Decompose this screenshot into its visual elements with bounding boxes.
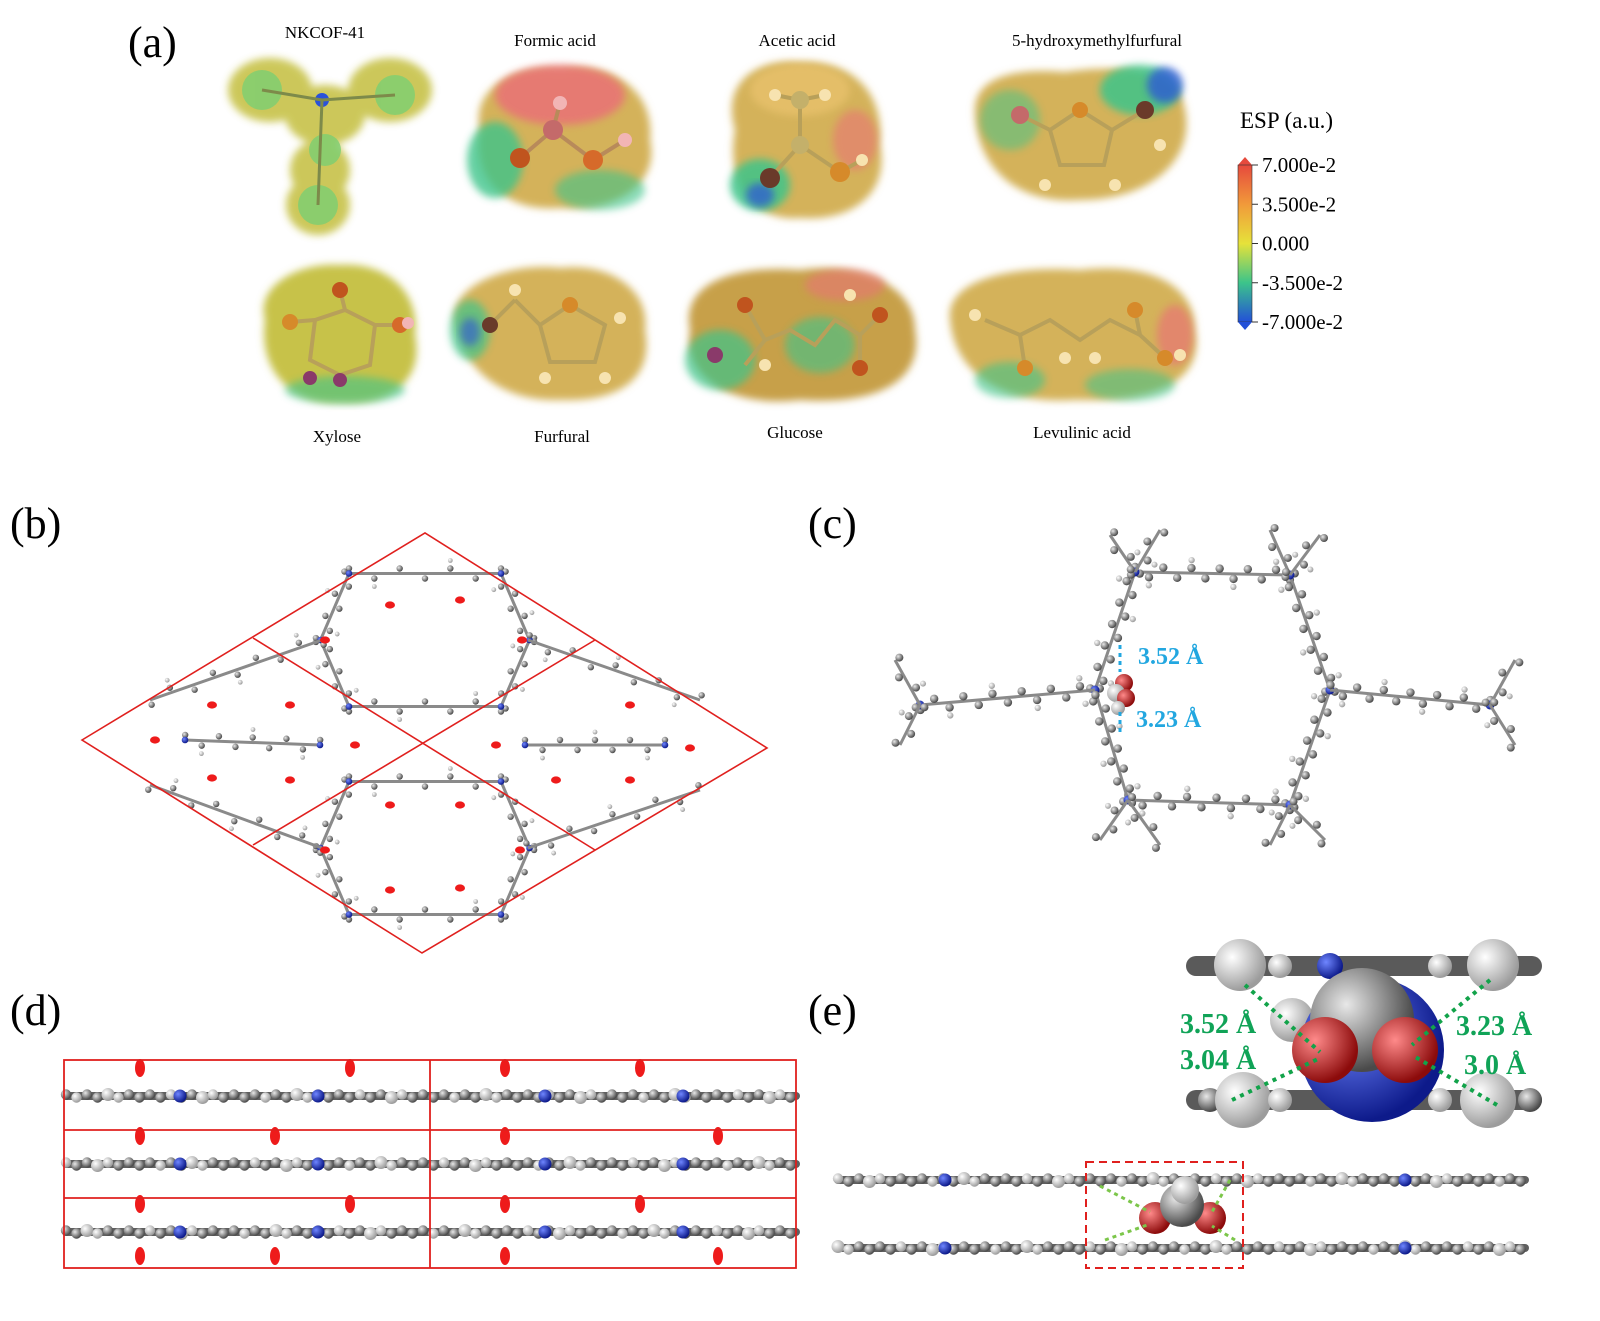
panel-label-c: (c) (808, 499, 857, 548)
label-levulinic-acid: Levulinic acid (1033, 423, 1131, 442)
esp-map-nkcof-41 (228, 58, 432, 235)
label-nkcof-41: NKCOF-41 (285, 23, 365, 42)
cell-grid (63, 1059, 797, 1269)
colorbar-tick-label: 0.000 (1262, 232, 1309, 256)
formic-acid-adsorbate (1107, 674, 1135, 715)
label-glucose: Glucose (767, 423, 823, 442)
colorbar-title: ESP (a.u.) (1240, 108, 1333, 133)
zoom-inset: 3.52 Å 3.04 Å 3.23 Å 3.0 Å (1180, 939, 1542, 1128)
label-furfural: Furfural (534, 427, 590, 446)
panel-c-pore: 3.52 Å 3.23 Å (891, 523, 1524, 852)
esp-map-hmf (975, 65, 1187, 201)
panel-d-side-view (60, 1059, 800, 1269)
distance-label-e4: 3.0 Å (1464, 1050, 1527, 1081)
colorbar-tick-label: 3.500e-2 (1262, 192, 1336, 216)
esp-map-xylose (263, 264, 417, 404)
colorbar-tick-label: 7.000e-2 (1262, 153, 1336, 177)
label-formic-acid: Formic acid (514, 31, 596, 50)
esp-map-glucose (685, 268, 917, 402)
panel-label-a: (a) (128, 18, 177, 67)
label-xylose: Xylose (313, 427, 361, 446)
panel-b-lattice (80, 532, 769, 954)
panel-label-d: (d) (10, 986, 61, 1035)
esp-map-levulinic-acid (949, 268, 1197, 401)
distance-label-e2: 3.04 Å (1180, 1045, 1257, 1076)
zoom-region-box (1085, 1161, 1244, 1269)
colorbar-tick-label: -7.000e-2 (1262, 310, 1343, 334)
distance-label-c1: 3.52 Å (1138, 644, 1204, 670)
distance-label-e1: 3.52 Å (1180, 1009, 1257, 1040)
panel-e-side-view: 3.52 Å 3.04 Å 3.23 Å 3.0 Å (831, 939, 1542, 1269)
unit-cell-outline (80, 532, 769, 954)
esp-map-acetic-acid (730, 61, 882, 219)
panel-label-b: (b) (10, 499, 61, 548)
esp-map-furfural (450, 267, 647, 401)
esp-colorbar: ESP (a.u.) 7.000e-2 3.500e-2 0.000 -3.500e-… (1237, 108, 1343, 334)
distance-label-e3: 3.23 Å (1456, 1011, 1533, 1042)
label-hmf: 5-hydroxymethylfurfural (1012, 31, 1182, 50)
esp-map-formic-acid (467, 65, 652, 210)
label-acetic-acid: Acetic acid (759, 31, 836, 50)
distance-label-c2: 3.23 Å (1136, 707, 1202, 733)
colorbar-tick-label: -3.500e-2 (1262, 271, 1343, 295)
panel-label-e: (e) (808, 986, 857, 1035)
